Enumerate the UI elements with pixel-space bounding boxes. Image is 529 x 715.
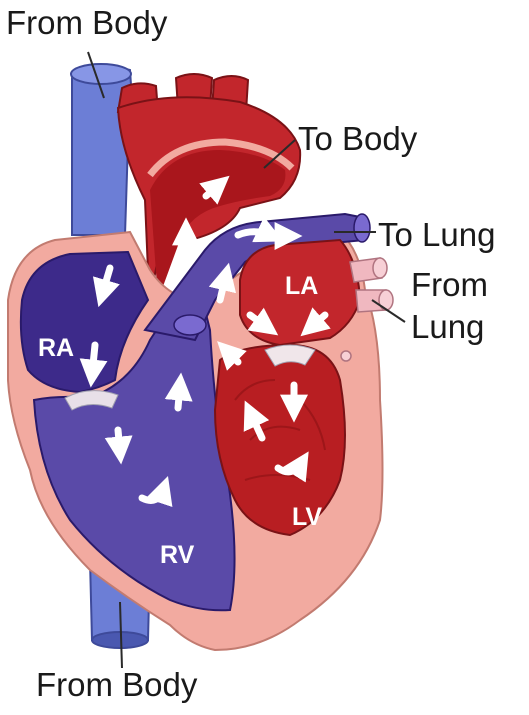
flow-arrow (92, 264, 120, 308)
aorta (116, 73, 302, 321)
mitral-valve (264, 344, 316, 367)
pulmonary-veins (340, 257, 394, 362)
label-left-ventricle: LV (292, 503, 323, 531)
leader-line (87, 51, 105, 99)
flow-arrows (79, 175, 331, 508)
flow-arrow (164, 372, 193, 412)
label-from-lung-line2: Lung (411, 308, 485, 345)
label-from-body-top: From Body (6, 4, 168, 41)
label-to-body: To Body (298, 120, 418, 157)
flow-arrow (217, 341, 247, 371)
leader-lines (87, 51, 406, 669)
pulmonary-valve (173, 314, 207, 336)
label-left-atrium: LA (285, 272, 319, 300)
flow-arrow (246, 307, 279, 336)
flow-arrow (199, 175, 230, 205)
flow-arrow (104, 426, 133, 465)
label-to-lung: To Lung (378, 216, 496, 253)
leader-line (263, 139, 296, 169)
flow-arrow (208, 262, 237, 304)
flow-arrow (138, 476, 173, 508)
flow-arrow (274, 451, 309, 483)
leader-line (371, 299, 406, 323)
label-from-lung-line1: From (411, 266, 488, 303)
label-right-ventricle: RV (160, 541, 195, 569)
tricuspid-valve (64, 390, 119, 411)
flow-arrow (79, 341, 108, 388)
label-right-atrium: RA (38, 334, 75, 362)
flow-arrow (243, 400, 270, 442)
leader-line (119, 601, 123, 669)
flow-arrow (300, 307, 331, 337)
label-from-body-bottom: From Body (36, 666, 198, 703)
